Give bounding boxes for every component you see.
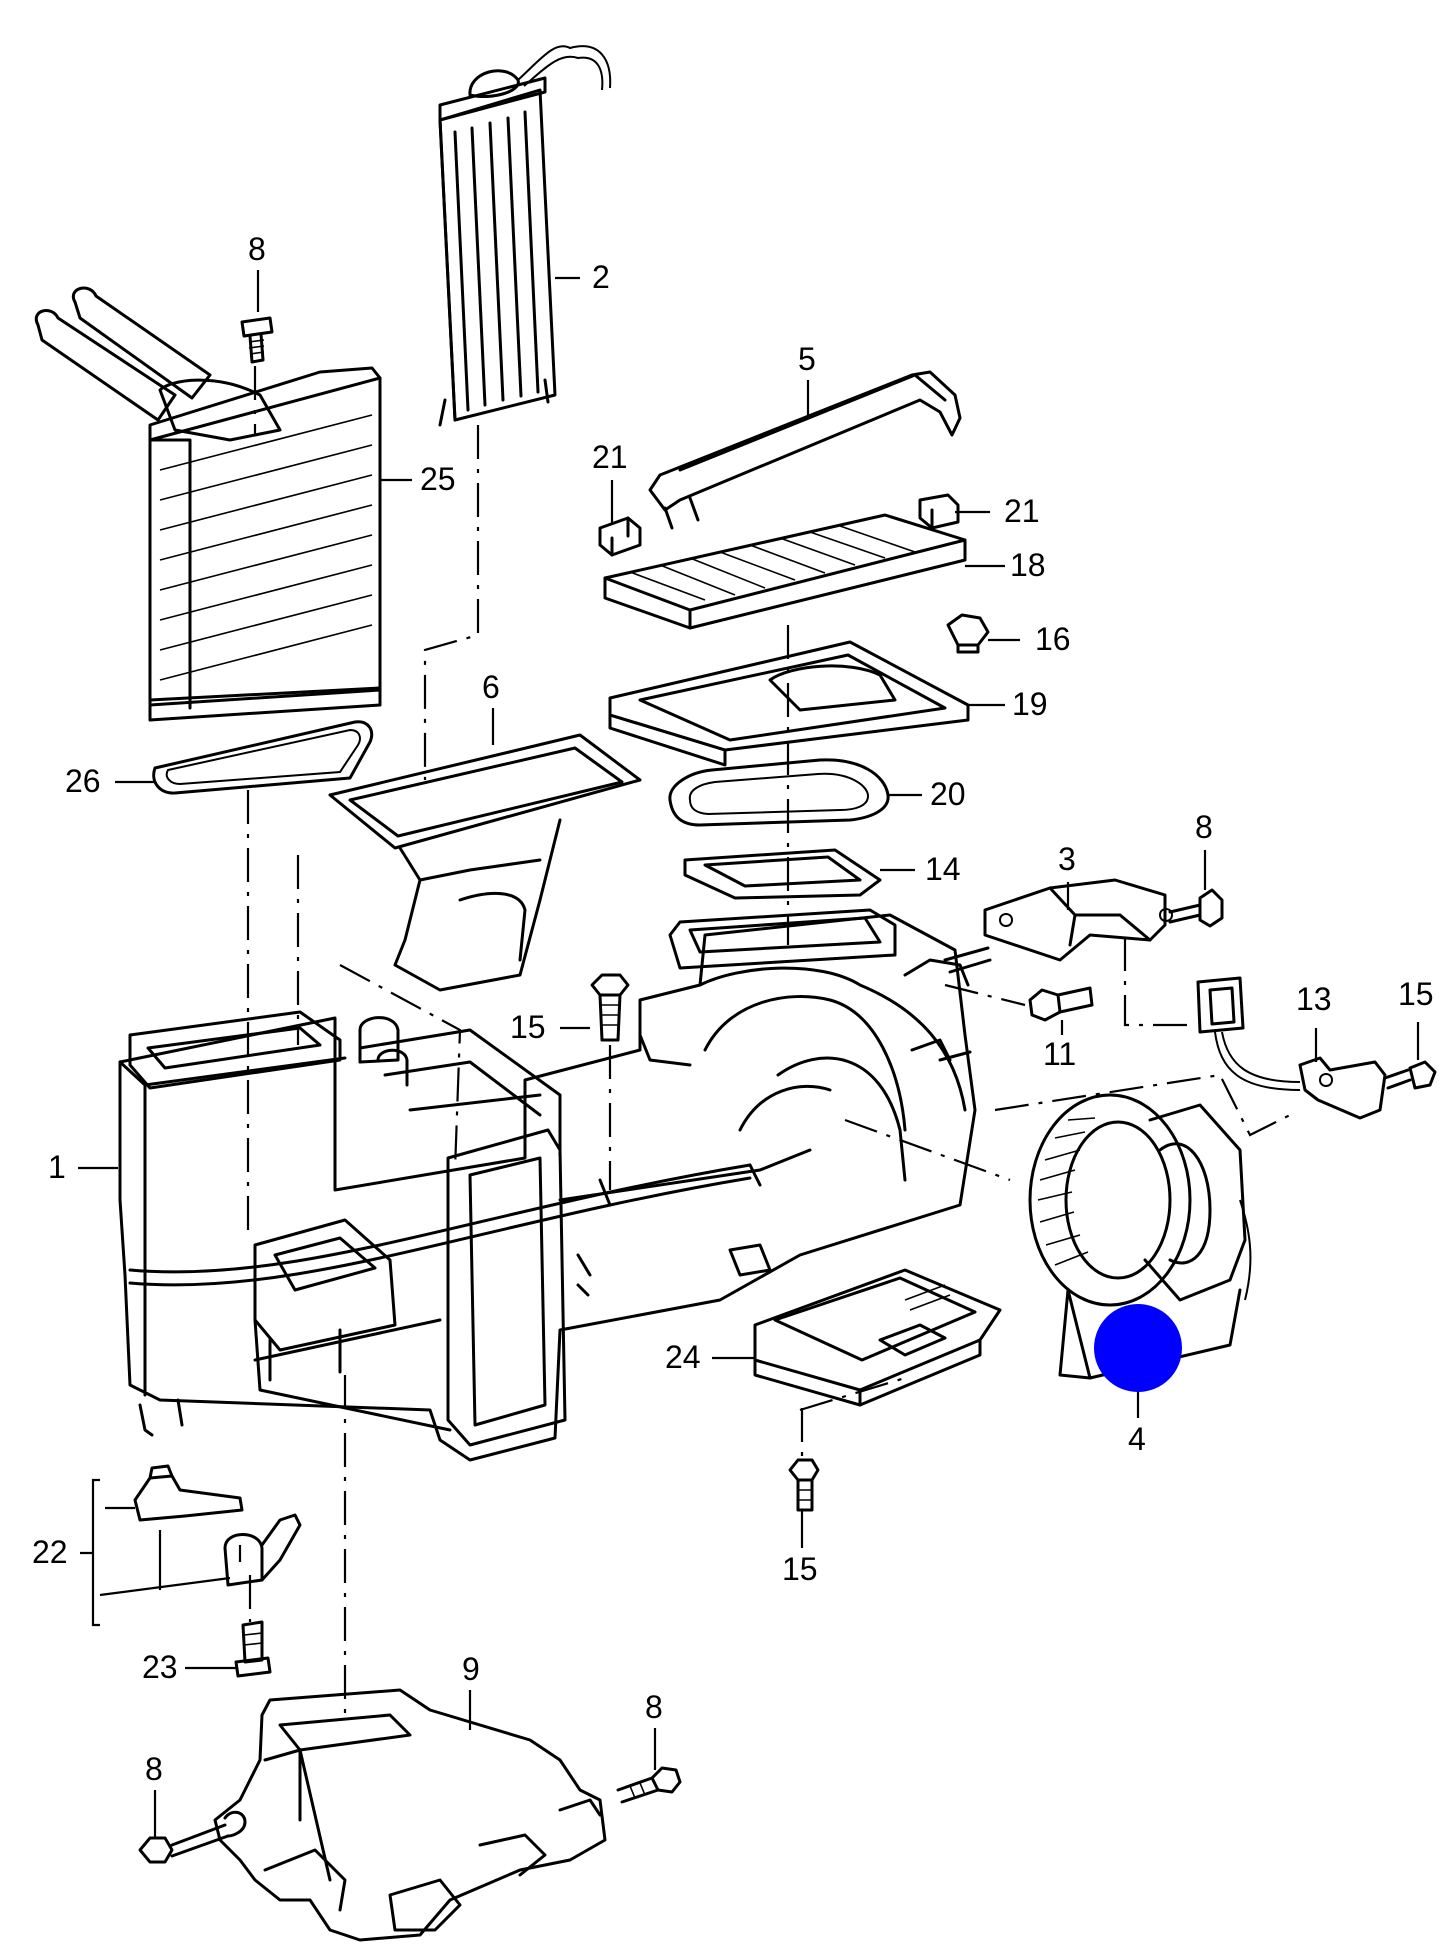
leader-lines <box>78 270 1420 1838</box>
callout-label: 26 <box>65 763 101 799</box>
part-bracket <box>943 878 1174 974</box>
callout-label: 13 <box>1296 981 1332 1017</box>
callout-label: 8 <box>248 231 266 267</box>
part-bolt <box>1028 986 1094 1022</box>
part-flap-levers <box>133 1464 302 1587</box>
callout-label: 15 <box>510 1009 546 1045</box>
assembly-lines <box>246 366 1291 1715</box>
part-hvac-housing <box>118 908 977 1462</box>
part-clip-right <box>918 493 960 530</box>
callout-label: 22 <box>32 1534 68 1570</box>
callout-label: 1 <box>48 1149 66 1185</box>
part-control-unit <box>753 1268 1002 1407</box>
part-filter-frame <box>608 640 970 767</box>
part-cover-strip <box>648 370 962 530</box>
callout-label: 5 <box>798 341 816 377</box>
callout-label: 3 <box>1058 841 1076 877</box>
part-screw-lever <box>234 1620 272 1678</box>
callout-label: 15 <box>782 1551 818 1587</box>
part-footwell-duct <box>213 1688 607 1942</box>
part-screw-bottom <box>788 1458 820 1512</box>
part-nut <box>946 613 990 654</box>
part-screw-middle <box>590 973 630 1042</box>
callout-label: 19 <box>1012 686 1048 722</box>
highlight-marker <box>1094 1304 1182 1392</box>
callout-label: 25 <box>420 461 456 497</box>
part-auxiliary-heater <box>438 45 612 427</box>
part-filter-seal <box>668 758 890 827</box>
part-screw-bracket <box>1168 888 1224 928</box>
part-pollen-filter <box>603 513 967 630</box>
callout-label: 6 <box>482 669 500 705</box>
part-air-duct <box>328 733 642 992</box>
part-screw-duct-right <box>616 1766 682 1804</box>
callout-label: 8 <box>1195 809 1213 845</box>
part-blower-motor <box>1028 1093 1252 1380</box>
callout-label: 24 <box>665 1339 701 1375</box>
callout-label: 16 <box>1035 621 1071 657</box>
callout-label: 20 <box>930 776 966 812</box>
callout-label: 15 <box>1398 976 1434 1012</box>
part-series-resistor <box>1196 976 1387 1120</box>
callout-label: 8 <box>645 1689 663 1725</box>
callout-label: 4 <box>1128 1421 1146 1457</box>
callout-label: 21 <box>1004 493 1040 529</box>
part-gasket-frame <box>683 848 882 900</box>
part-heater-core <box>34 286 382 722</box>
part-screw-heater-core <box>240 316 274 364</box>
callout-label: 21 <box>592 439 628 475</box>
callout-labels: 2 8 25 5 21 21 18 16 19 6 26 20 14 3 8 1… <box>32 231 1434 1787</box>
part-heater-core-seal <box>152 720 374 795</box>
callout-label: 23 <box>142 1649 178 1685</box>
part-screw-resistor <box>1383 1060 1437 1090</box>
callout-label: 14 <box>925 851 961 887</box>
callout-label: 8 <box>145 1751 163 1787</box>
callout-label: 2 <box>592 259 610 295</box>
part-clip-left <box>598 516 642 557</box>
callout-label: 18 <box>1010 547 1046 583</box>
callout-label: 9 <box>462 1651 480 1687</box>
part-screw-duct-left <box>138 1810 247 1864</box>
callout-label: 11 <box>1043 1036 1076 1072</box>
